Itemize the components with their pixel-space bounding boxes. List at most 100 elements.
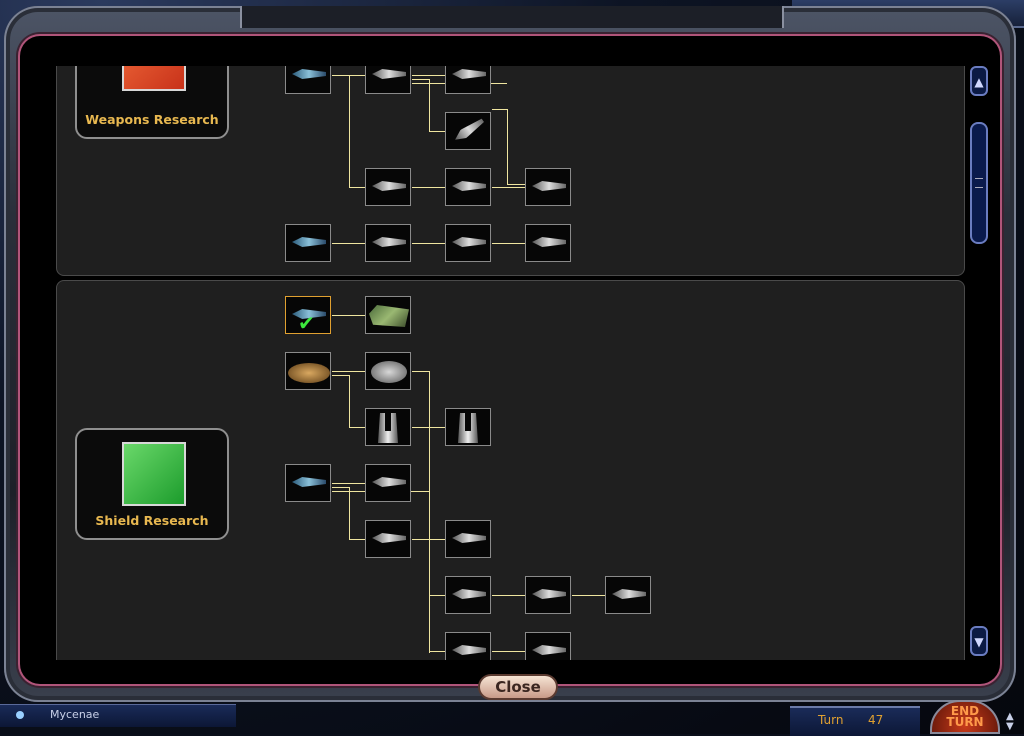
- tech-connector: [412, 75, 446, 76]
- frigate-icon: [372, 477, 406, 487]
- tech-node[interactable]: [365, 464, 411, 502]
- fighter-icon: [372, 533, 406, 543]
- tech-connector: [332, 375, 349, 376]
- tech-node[interactable]: [365, 408, 411, 446]
- weapons-research-badge[interactable]: Weapons Research: [75, 66, 229, 139]
- fighter-icon: [452, 237, 486, 247]
- tech-node[interactable]: [525, 224, 571, 262]
- shield-research-icon: [122, 442, 186, 506]
- tech-connector: [332, 315, 366, 316]
- tech-connector: [332, 371, 366, 372]
- tech-node[interactable]: [285, 66, 331, 94]
- fighter-icon: [452, 69, 486, 79]
- tech-connector: [332, 483, 366, 484]
- tower-icon: [458, 413, 478, 443]
- tech-connector: [492, 243, 526, 244]
- tower-icon: [378, 413, 398, 443]
- cruiser-icon: [372, 237, 406, 247]
- tech-connector: [349, 427, 366, 428]
- tech-node[interactable]: [525, 576, 571, 614]
- starbase-icon: [369, 305, 409, 327]
- tech-node-researched[interactable]: ✔: [285, 296, 331, 334]
- tech-node[interactable]: [365, 352, 411, 390]
- tech-connector: [492, 651, 526, 652]
- tech-connector: [349, 539, 366, 540]
- weapons-research-icon: [122, 66, 186, 91]
- weapons-research-label: Weapons Research: [85, 112, 219, 127]
- tech-node[interactable]: [365, 296, 411, 334]
- tech-node[interactable]: [445, 408, 491, 446]
- fighter-icon: [612, 589, 646, 599]
- tech-connector: [429, 371, 430, 653]
- tech-connector: [429, 131, 446, 132]
- tech-connector: [412, 427, 446, 428]
- tech-node[interactable]: [525, 632, 571, 660]
- tech-node[interactable]: [285, 352, 331, 390]
- fighter-icon: [372, 69, 406, 79]
- fighter-icon: [452, 533, 486, 543]
- tech-node[interactable]: [445, 66, 491, 94]
- tech-node[interactable]: [445, 576, 491, 614]
- turn-value: 47: [868, 713, 884, 727]
- tech-connector: [507, 109, 508, 184]
- tech-node[interactable]: [365, 224, 411, 262]
- tech-connector: [492, 187, 526, 188]
- scroll-down-button[interactable]: ▼: [970, 626, 988, 656]
- tech-node[interactable]: [365, 168, 411, 206]
- tech-node[interactable]: [365, 66, 411, 94]
- tech-node[interactable]: [365, 520, 411, 558]
- tech-connector: [429, 79, 430, 131]
- corner-scroll-icon[interactable]: ▲▼: [1006, 711, 1014, 732]
- tech-connector: [429, 651, 446, 652]
- weapons-category-panel: Weapons Research: [56, 66, 965, 276]
- tech-node[interactable]: [445, 168, 491, 206]
- tech-node[interactable]: [445, 224, 491, 262]
- tech-connector: [412, 79, 429, 80]
- tech-connector: [412, 539, 446, 540]
- tech-node[interactable]: [445, 520, 491, 558]
- tech-node[interactable]: [285, 464, 331, 502]
- shield-research-badge[interactable]: Shield Research: [75, 428, 229, 540]
- cruiser-icon: [292, 237, 326, 247]
- outpost-icon: [288, 363, 330, 383]
- scroll-up-button[interactable]: ▲: [970, 66, 988, 96]
- tech-node[interactable]: [605, 576, 651, 614]
- tech-node[interactable]: [445, 632, 491, 660]
- tech-connector: [572, 595, 606, 596]
- station-icon: [371, 361, 407, 383]
- turn-counter: Turn 47: [790, 706, 920, 736]
- carrier-icon: [452, 589, 486, 599]
- tech-connector: [332, 487, 349, 488]
- satellite-icon: [292, 309, 326, 319]
- cannon-icon: [452, 116, 486, 144]
- planet-icon: [16, 711, 24, 719]
- tech-connector: [412, 371, 429, 372]
- end-turn-button[interactable]: END TURN: [930, 700, 1000, 734]
- shield-research-label: Shield Research: [95, 513, 209, 528]
- tech-connector: [412, 243, 446, 244]
- tech-connector: [349, 487, 350, 539]
- tech-connector: [349, 187, 366, 188]
- cruiser-icon: [532, 645, 566, 655]
- tech-connector: [412, 187, 446, 188]
- shield-category-panel: Shield Research: [56, 280, 965, 660]
- tech-tree-view[interactable]: Weapons Research Shield Research: [56, 66, 966, 660]
- fighter-icon: [532, 181, 566, 191]
- fighter-icon: [292, 69, 326, 79]
- fighter-icon: [372, 181, 406, 191]
- tech-node[interactable]: [525, 168, 571, 206]
- close-button[interactable]: Close: [478, 674, 558, 700]
- planet-bar[interactable]: Mycenae: [0, 704, 236, 727]
- scroll-grip-icon: [975, 178, 983, 188]
- tech-connector: [507, 184, 526, 185]
- planet-name: Mycenae: [50, 708, 100, 721]
- tech-node[interactable]: [445, 112, 491, 150]
- carrier-icon: [532, 589, 566, 599]
- frigate-icon: [292, 477, 326, 487]
- tech-connector: [349, 375, 350, 427]
- scroll-thumb[interactable]: [970, 122, 988, 244]
- tech-connector: [349, 75, 350, 187]
- cruiser-icon: [452, 645, 486, 655]
- tech-connector: [332, 243, 366, 244]
- tech-node[interactable]: [285, 224, 331, 262]
